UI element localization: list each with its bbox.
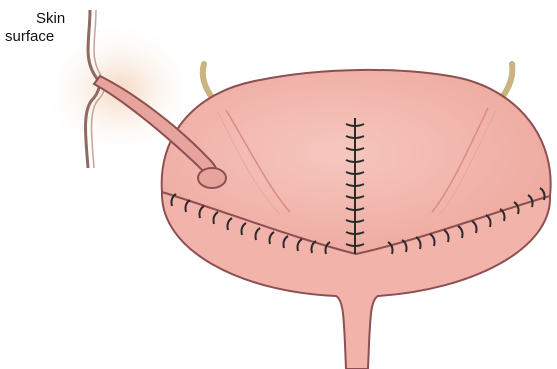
skin-label-line2: surface	[5, 28, 54, 45]
tube-insertion-site	[198, 168, 226, 188]
skin-label-line1: Skin	[36, 10, 65, 27]
left-ureter	[203, 64, 214, 100]
